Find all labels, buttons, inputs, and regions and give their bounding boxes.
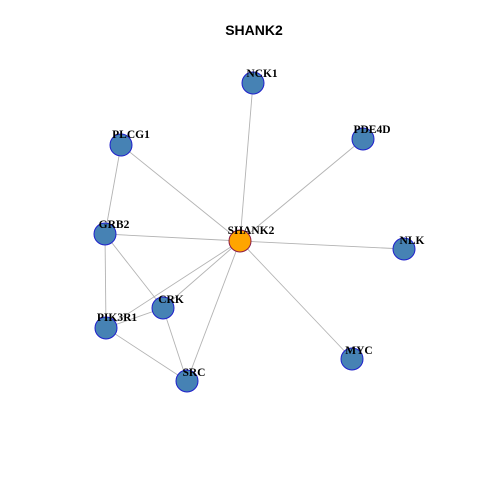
edge-shank2-grb2 [104, 233, 241, 242]
edge-shank2-plcg1 [120, 144, 241, 242]
edge-shank2-nck1 [239, 82, 254, 242]
edge-shank2-myc [239, 240, 353, 360]
node-label-pde4d: PDE4D [353, 124, 390, 136]
node-label-pik3r1: PIK3R1 [97, 312, 138, 324]
node-label-myc: MYC [345, 345, 372, 357]
edges-layer [104, 82, 405, 382]
diagram-title: SHANK2 [225, 22, 283, 38]
node-nlk [392, 237, 416, 261]
node-label-nlk: NLK [400, 235, 425, 247]
node-label-nck1: NCK1 [246, 68, 278, 80]
node-grb2 [93, 222, 117, 246]
node-nck1 [241, 71, 265, 95]
edge-shank2-crk [162, 240, 241, 309]
node-label-grb2: GRB2 [99, 219, 130, 231]
node-crk [151, 296, 175, 320]
edge-shank2-src [186, 240, 241, 382]
node-myc [340, 347, 364, 371]
node-plcg1 [109, 133, 133, 157]
node-label-plcg1: PLCG1 [112, 129, 150, 141]
edge-grb2-crk [104, 233, 164, 309]
edge-pik3r1-src [105, 327, 188, 382]
node-shank2 [228, 229, 252, 253]
edge-grb2-pik3r1 [104, 233, 107, 329]
node-src [175, 369, 199, 393]
node-pde4d [351, 127, 375, 151]
node-label-src: SRC [182, 367, 205, 379]
node-pik3r1 [94, 316, 118, 340]
edge-shank2-pik3r1 [105, 240, 241, 329]
edge-shank2-pde4d [239, 138, 364, 242]
node-label-crk: CRK [158, 294, 184, 306]
edge-plcg1-grb2 [104, 144, 122, 235]
edge-shank2-nlk [239, 240, 405, 250]
nodes-layer [93, 71, 416, 393]
node-label-shank2: SHANK2 [228, 225, 275, 237]
edge-crk-src [162, 307, 188, 382]
